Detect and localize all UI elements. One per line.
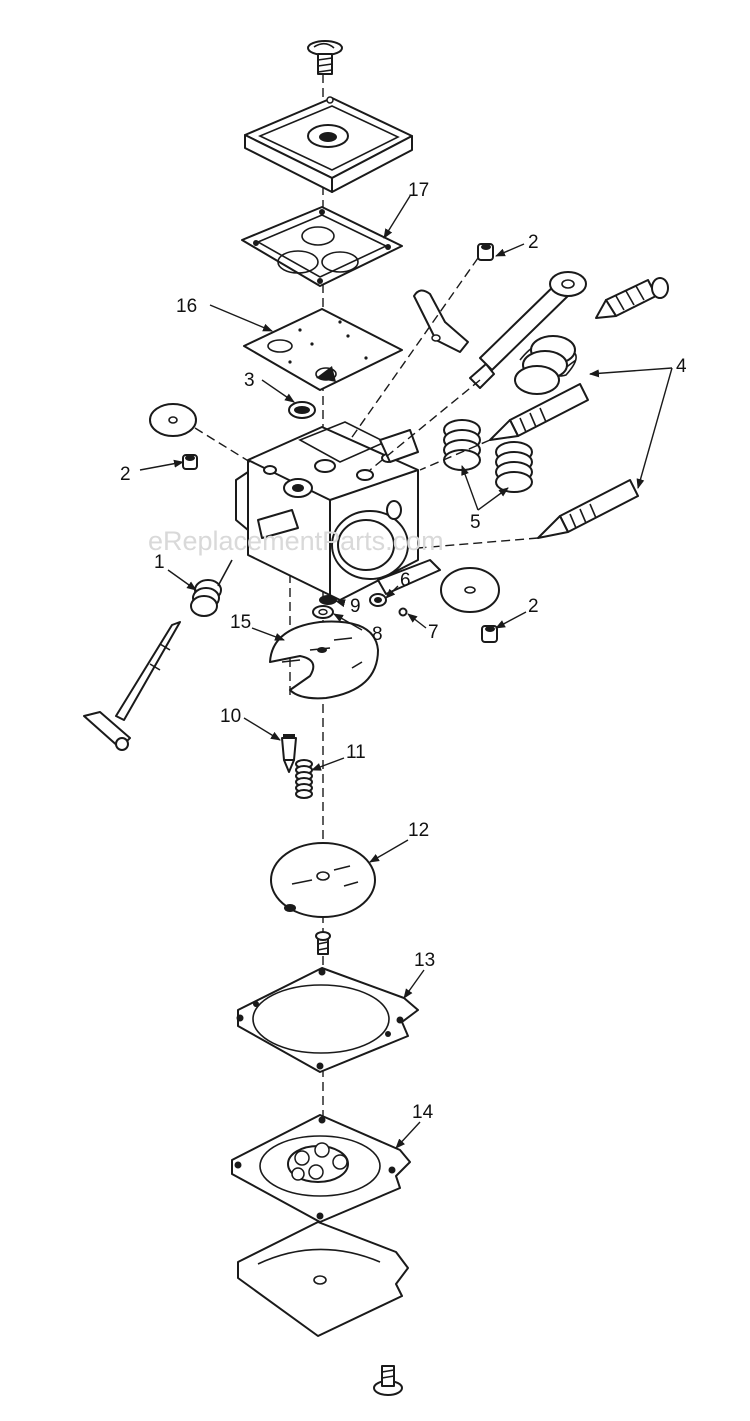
choke-lever — [413, 289, 469, 353]
leader-13 — [403, 969, 425, 999]
pump-diaphragm — [243, 308, 403, 391]
upper-right-screw — [477, 243, 494, 261]
callout-14: 14 — [412, 1102, 434, 1123]
bottom-cover — [237, 1221, 409, 1337]
guide-shaft — [369, 379, 481, 471]
guide-needle-lo — [417, 537, 539, 549]
leader-3 — [261, 379, 295, 403]
leader-14 — [395, 1121, 421, 1149]
leader-7 — [407, 613, 427, 629]
check-valve — [319, 595, 337, 605]
callout-1: 1 — [154, 552, 165, 573]
needle-spring-lower — [495, 441, 533, 493]
bottom-cover-screw — [373, 1365, 403, 1396]
guide-left-plug — [194, 427, 251, 463]
pump-gasket — [241, 206, 403, 287]
leader-11 — [311, 757, 345, 771]
callout-5: 5 — [470, 512, 481, 533]
left-small-screw — [182, 454, 198, 470]
metering-spring — [295, 759, 313, 799]
guide-needle-hi — [419, 439, 491, 471]
throttle-return-spring — [190, 559, 233, 617]
small-ball — [398, 607, 408, 617]
high-speed-needle — [489, 383, 589, 441]
callout-10: 10 — [220, 706, 241, 727]
pump-cover — [244, 96, 413, 193]
throttle-shaft-upper — [469, 271, 587, 389]
metering-lever-pin — [369, 593, 387, 607]
leader-10 — [243, 717, 281, 741]
welch-plug-right — [440, 567, 500, 613]
carburetor-body — [235, 421, 441, 601]
top-cover-screw — [307, 40, 343, 75]
throttle-shaft-lower — [83, 621, 181, 751]
low-speed-needle — [537, 479, 639, 539]
leader-17 — [383, 195, 411, 239]
leader-6 — [385, 585, 399, 599]
metering-diaphragm — [270, 842, 376, 918]
callout-2-upper: 2 — [528, 232, 539, 253]
leader-1 — [167, 569, 197, 591]
leader-4b — [636, 367, 673, 489]
washer — [312, 605, 334, 619]
callout-4: 4 — [676, 356, 687, 377]
idle-screw-spring — [514, 335, 577, 395]
leader-5a — [461, 465, 479, 511]
callout-2-left: 2 — [120, 464, 131, 485]
leader-8 — [333, 613, 363, 631]
leader-16 — [209, 304, 273, 332]
leader-2-right — [495, 611, 527, 629]
callout-11: 11 — [346, 742, 366, 763]
right-small-screw — [481, 625, 498, 643]
metering-gasket — [236, 967, 419, 1073]
leader-2-upper — [495, 243, 525, 257]
callout-13: 13 — [414, 950, 435, 971]
callout-12: 12 — [408, 820, 429, 841]
leader-2-left — [139, 459, 184, 471]
watermark: eReplacementParts.com — [148, 526, 444, 556]
callout-8: 8 — [372, 624, 383, 645]
callout-6: 6 — [400, 570, 411, 591]
leader-5b — [477, 487, 509, 511]
callout-17: 17 — [408, 180, 429, 201]
callout-15: 15 — [230, 612, 251, 633]
welch-plug-left — [149, 403, 197, 437]
inlet-needle — [281, 734, 297, 773]
callout-3: 3 — [244, 370, 255, 391]
leader-9 — [335, 599, 346, 608]
inlet-screen — [288, 401, 316, 419]
callout-9: 9 — [350, 596, 361, 617]
leader-12 — [369, 839, 409, 863]
leader-4a — [589, 367, 673, 378]
leader-15 — [251, 627, 285, 641]
callout-7: 7 — [428, 622, 439, 643]
callout-16: 16 — [176, 296, 197, 317]
guide-upper-screw — [349, 257, 479, 441]
needle-spring-upper — [443, 419, 481, 471]
metering-cover-plate — [231, 1114, 411, 1223]
diaphragm-screw — [315, 931, 331, 955]
callout-2-right: 2 — [528, 596, 539, 617]
idle-speed-screw — [595, 277, 669, 319]
metering-lever-plate — [269, 620, 379, 700]
